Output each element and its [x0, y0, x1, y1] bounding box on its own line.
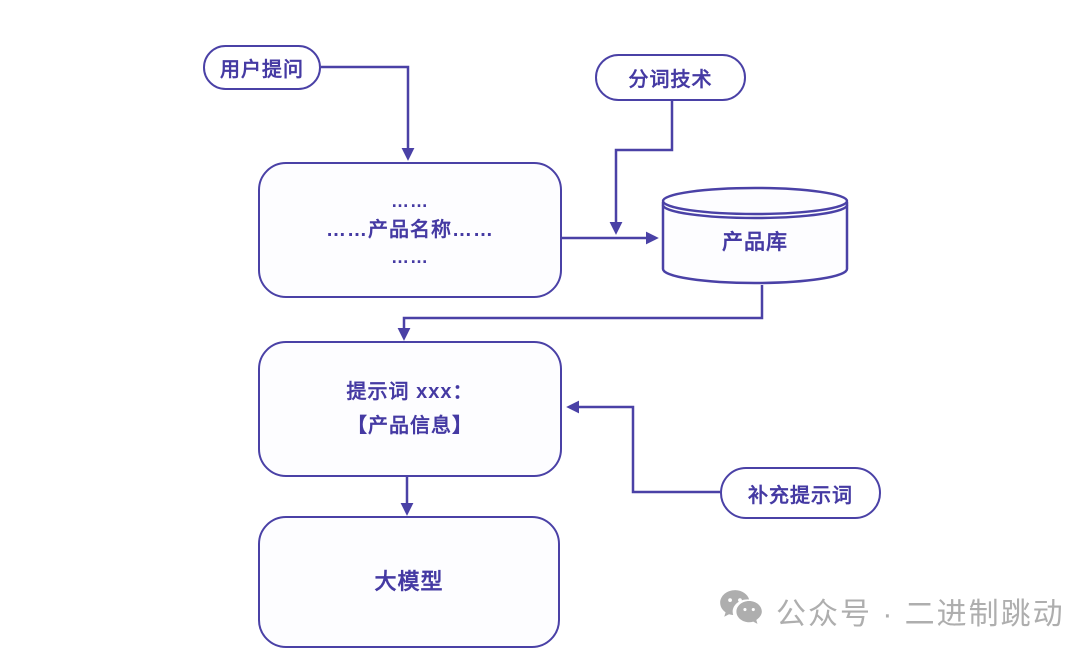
node-product-name-line1: ……	[391, 191, 429, 212]
node-supplement-prompt: 补充提示词	[720, 467, 881, 519]
connector-supplement-to-prompt	[566, 400, 720, 494]
watermark: 公众号 · 二进制跳动	[716, 586, 1065, 636]
node-supplement-prompt-label: 补充提示词	[748, 484, 853, 507]
node-prompt: 提示词 xxx： 【产品信息】	[258, 341, 562, 477]
node-product-name-line2: ……产品名称……	[326, 219, 494, 241]
node-product-db: 产品库	[660, 185, 850, 285]
node-product-name-line3: ……	[391, 247, 429, 267]
watermark-text: 公众号 · 二进制跳动	[776, 598, 1065, 631]
wechat-icon	[720, 590, 762, 624]
node-product-name: …… ……产品名称…… ……	[258, 162, 562, 298]
node-prompt-line1: 提示词 xxx：	[346, 381, 474, 403]
node-prompt-line2: 【产品信息】	[347, 415, 473, 437]
node-user-question-label: 用户提问	[220, 59, 304, 81]
node-user-question: 用户提问	[203, 45, 321, 90]
node-llm-label: 大模型	[374, 569, 444, 595]
node-product-db-label: 产品库	[722, 231, 788, 254]
node-tokenizer: 分词技术	[595, 54, 746, 101]
node-llm: 大模型	[258, 516, 560, 648]
database-cylinder-icon	[661, 186, 849, 285]
node-tokenizer-label: 分词技术	[628, 69, 713, 91]
connector-user-question-to-product-name	[321, 65, 415, 161]
